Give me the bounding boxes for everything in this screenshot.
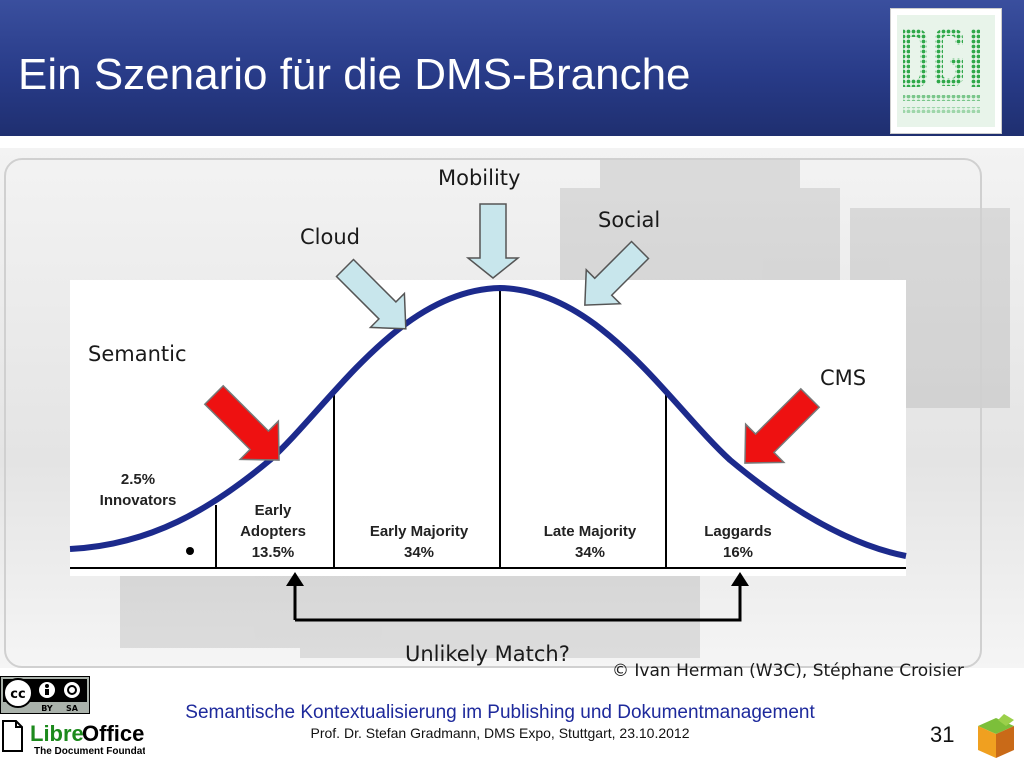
bell-curve <box>69 284 907 559</box>
document-icon <box>2 720 23 752</box>
page-number: 31 <box>930 722 955 747</box>
footer-title: Semantische Kontextualisierung im Publis… <box>185 702 815 723</box>
social-label: Social <box>598 208 661 232</box>
cc-text: cc <box>10 687 25 702</box>
by-text: BY <box>41 704 53 713</box>
libre-text: Libre <box>30 721 84 746</box>
early-majority-label: Early Majority <box>370 523 469 540</box>
unlikely-match-bracket <box>293 582 742 622</box>
background-frame <box>4 158 982 668</box>
innovators-dot <box>186 547 194 555</box>
sa-text: SA <box>66 704 79 713</box>
laggards-percent: 16% <box>723 544 753 561</box>
office-text: Office <box>82 721 144 746</box>
early-adopters-label-2: Adopters <box>240 523 306 540</box>
innovators-percent: 2.5% <box>121 471 155 488</box>
mobility-label: Mobility <box>438 166 521 190</box>
unlikely-match-label: Unlikely Match? <box>405 642 570 666</box>
dgi-logo-mark <box>897 15 995 127</box>
title-bar <box>0 0 1024 136</box>
early-adopters-percent: 13.5% <box>252 544 295 561</box>
early-majority-percent: 34% <box>404 544 434 561</box>
cms-arrow <box>744 387 821 464</box>
libreoffice-logo: Libre Office The Document Foundation <box>0 715 161 765</box>
early-adopters-label-1: Early <box>255 502 292 519</box>
sa-icon <box>64 682 80 698</box>
innovators-label: Innovators <box>100 492 177 509</box>
mobility-arrow <box>465 203 521 279</box>
laggards-label: Laggards <box>704 523 772 540</box>
dgi-logo <box>890 8 1002 134</box>
late-majority-label: Late Majority <box>544 523 637 540</box>
cms-label: CMS <box>820 366 867 390</box>
late-majority-percent: 34% <box>575 544 605 561</box>
footer-author: Prof. Dr. Stefan Gradmann, DMS Expo, Stu… <box>310 725 690 741</box>
cloud-arrow <box>335 258 407 330</box>
copyright-notice: © Ivan Herman (W3C), Stéphane Croisier <box>612 661 964 681</box>
cc-by-sa-badge[interactable]: cc BY SA <box>0 676 90 714</box>
cloud-label: Cloud <box>300 225 360 249</box>
semantic-arrow <box>203 384 280 461</box>
social-arrow <box>584 240 650 306</box>
cube-logo <box>974 712 1018 762</box>
slide-title: Ein Szenario für die DMS-Branche <box>18 50 691 99</box>
foundation-text: The Document Foundation <box>34 746 145 757</box>
bracket-arrowhead-right <box>731 572 749 586</box>
cc-icon <box>3 678 33 708</box>
bracket-arrowhead-left <box>286 572 304 586</box>
semantic-label: Semantic <box>88 342 187 366</box>
